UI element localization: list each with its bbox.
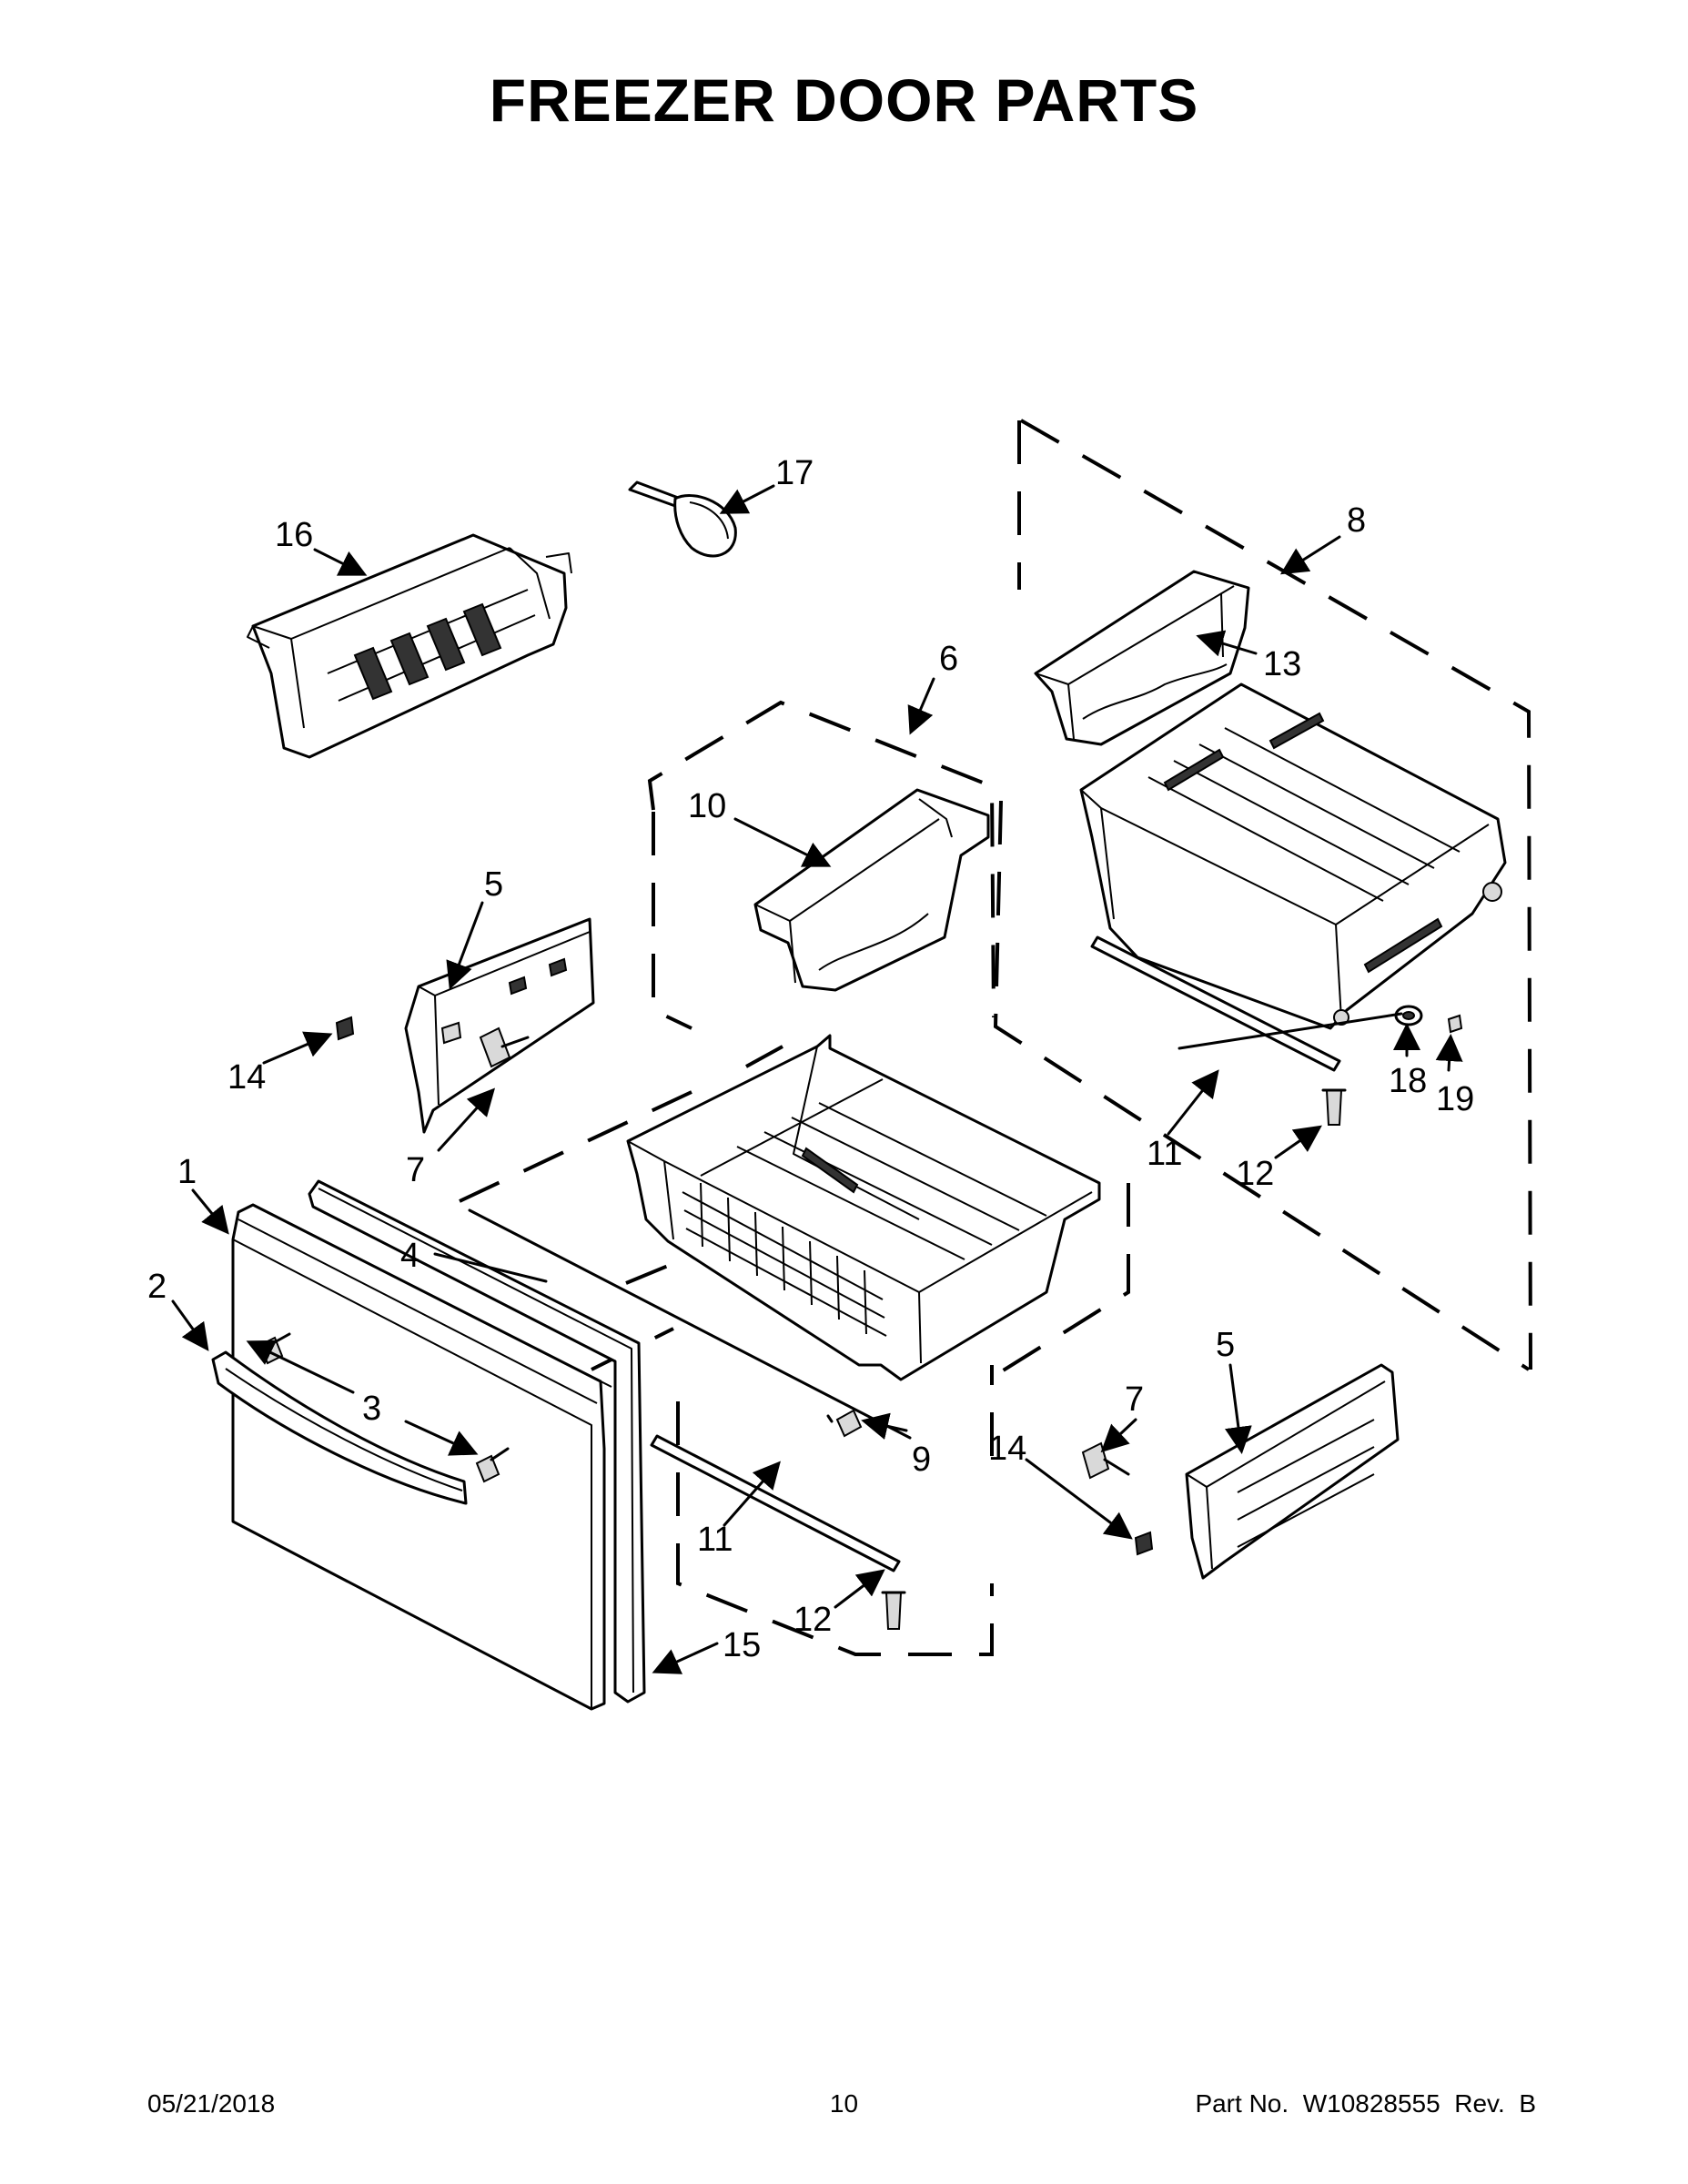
callout-19: 19 — [1436, 1080, 1474, 1118]
callout-12-upper: 12 — [1236, 1155, 1274, 1193]
callout-4: 4 — [400, 1237, 419, 1275]
assembly-group-8-outline — [993, 419, 1532, 1371]
fitting-part — [826, 1409, 863, 1438]
callout-10: 10 — [688, 787, 726, 825]
callout-5-right: 5 — [1216, 1326, 1235, 1364]
ice-bin-part — [247, 533, 572, 759]
callout-16: 16 — [275, 516, 313, 554]
roller-part — [1394, 1005, 1423, 1026]
clip-parts — [335, 1016, 1154, 1556]
basket-wire-grid — [682, 1182, 887, 1337]
door-handle-part — [211, 1350, 468, 1505]
callout-14-left: 14 — [227, 1058, 266, 1097]
callout-6: 6 — [939, 640, 958, 678]
slide-rail-group-outline — [591, 1327, 994, 1656]
ice-scoop-part — [628, 480, 737, 558]
left-slide-bracket-part — [404, 917, 595, 1134]
small-middle-basket-part — [753, 788, 990, 992]
callout-14-right: 14 — [988, 1430, 1026, 1468]
upper-slide-rail-part — [1090, 935, 1341, 1072]
callout-9: 9 — [912, 1441, 931, 1479]
callout-labels: 1 2 3 4 5 5 6 7 7 8 9 10 11 11 12 12 13 … — [147, 454, 1474, 1664]
callout-13: 13 — [1263, 645, 1301, 683]
callout-17: 17 — [775, 454, 814, 492]
callout-7-right: 7 — [1125, 1380, 1144, 1419]
callout-7-left: 7 — [406, 1151, 425, 1189]
basket-vent-slots — [1163, 712, 1443, 974]
callout-18: 18 — [1389, 1062, 1427, 1100]
cross-rod-part — [468, 1208, 912, 1440]
callout-2: 2 — [147, 1268, 167, 1306]
callout-5-left: 5 — [484, 865, 503, 904]
roller-pin-part — [1447, 1014, 1463, 1034]
footer-part-number: Part No. W10828555 Rev. B — [1195, 2089, 1536, 2118]
assembly-group-6-outline — [647, 700, 996, 1030]
footer-date: 05/21/2018 — [147, 2089, 276, 2118]
leader-lines — [171, 484, 1463, 1674]
callout-15: 15 — [723, 1626, 761, 1664]
callout-1: 1 — [177, 1153, 197, 1191]
callout-8: 8 — [1347, 501, 1366, 540]
main-freezer-basket-part — [626, 1034, 1101, 1381]
footer-page-number: 10 — [829, 2089, 859, 2118]
small-upper-basket-part — [1034, 570, 1250, 746]
lower-basket-group-outline — [459, 1045, 1130, 1385]
screw-parts — [881, 1088, 1347, 1630]
door-gasket-part — [308, 1179, 646, 1704]
page-title: FREEZER DOOR PARTS — [489, 66, 1199, 134]
lower-slide-rail-part — [650, 1434, 901, 1572]
large-upper-basket-part — [1079, 682, 1507, 1030]
callout-11-lower: 11 — [697, 1521, 733, 1559]
freezer-door-part — [231, 1203, 612, 1711]
callout-11-upper: 11 — [1147, 1135, 1182, 1173]
callout-12-lower: 12 — [793, 1601, 832, 1639]
callout-3: 3 — [362, 1390, 381, 1428]
right-slide-bracket-part — [1185, 1363, 1400, 1580]
